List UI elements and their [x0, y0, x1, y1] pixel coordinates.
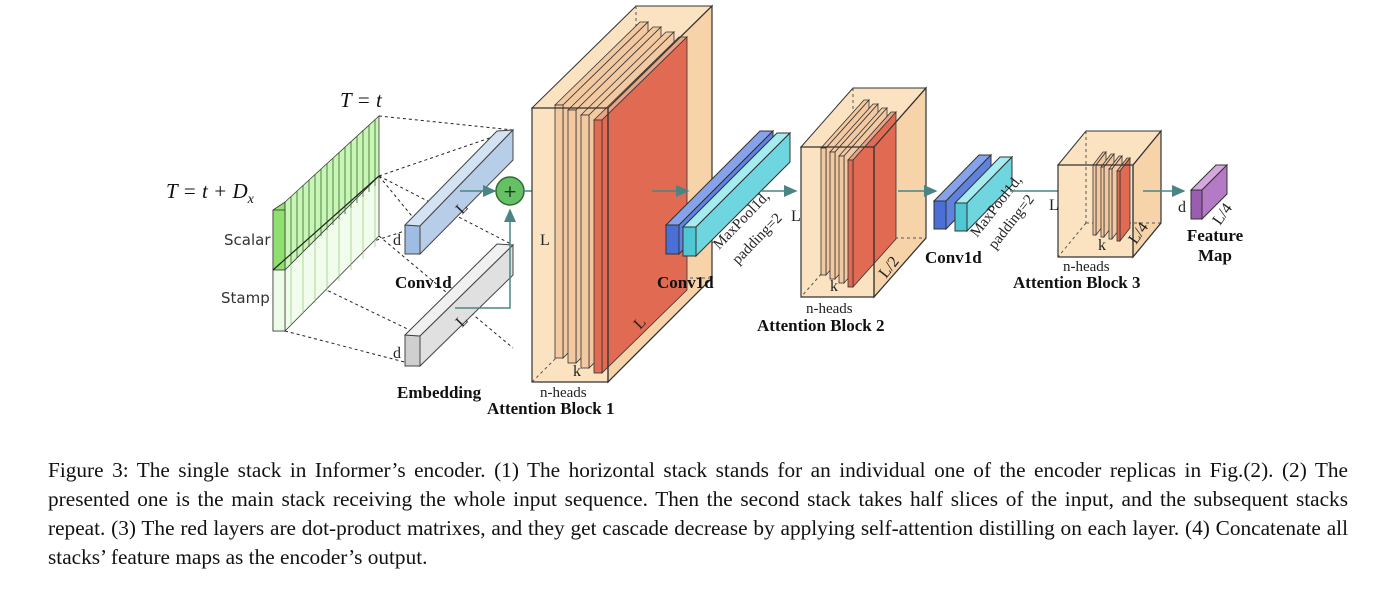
t-equals-t-label: T = t [340, 88, 383, 112]
attention-block-3-label: Attention Block 3 [1013, 273, 1141, 292]
attention-block-2 [799, 86, 928, 299]
attention-block-1 [530, 4, 714, 384]
embedding-label: Embedding [397, 383, 482, 402]
plus-glyph: + [503, 182, 517, 202]
t-plus-dx-main: T = t + D [166, 179, 248, 203]
feature-d-label: d [1178, 199, 1186, 216]
conv1d-maxpool-2 [932, 153, 1014, 233]
attention-block-3 [1056, 129, 1163, 259]
conv1d-input-projection [403, 128, 515, 256]
conv-d-label: d [393, 232, 401, 249]
conv1d-label-3: Conv1d [925, 248, 982, 267]
attention-block-2-label: Attention Block 2 [757, 316, 885, 335]
block3-k-label: k [1098, 237, 1106, 254]
block2-nheads-label: n-heads [806, 301, 853, 317]
conv1d-maxpool-1 [664, 129, 792, 258]
feature-label: Feature [1187, 226, 1244, 245]
block1-l-label: L [540, 232, 550, 249]
input-sequence-tensor [272, 115, 514, 367]
scalar-label: Scalar [224, 231, 271, 249]
block1-nheads-label: n-heads [540, 385, 587, 401]
encoder-stack-diagram: T = t T = t + Dx Scalar Stamp d L Conv1d… [166, 4, 1244, 418]
map-label: Map [1198, 246, 1232, 265]
timestamp-embedding [403, 243, 515, 368]
conv1d-label-1: Conv1d [395, 273, 452, 292]
block3-nheads-label: n-heads [1063, 259, 1110, 275]
conv1d-label-2: Conv1d [657, 273, 714, 292]
block2-k-label: k [830, 278, 838, 295]
input-slices [290, 119, 376, 264]
figure-caption: Figure 3: The single stack in Informer’s… [48, 458, 1348, 569]
stamp-label: Stamp [221, 289, 270, 307]
add-operation-node: + [455, 176, 562, 309]
attention-block-1-label: Attention Block 1 [487, 399, 615, 418]
embedding-d-label: d [393, 345, 401, 362]
block1-k-label: k [573, 363, 581, 380]
t-plus-dx-label: T = t + Dx [166, 179, 255, 207]
feature-map [1189, 163, 1229, 221]
t-plus-dx-sub: x [247, 192, 255, 207]
